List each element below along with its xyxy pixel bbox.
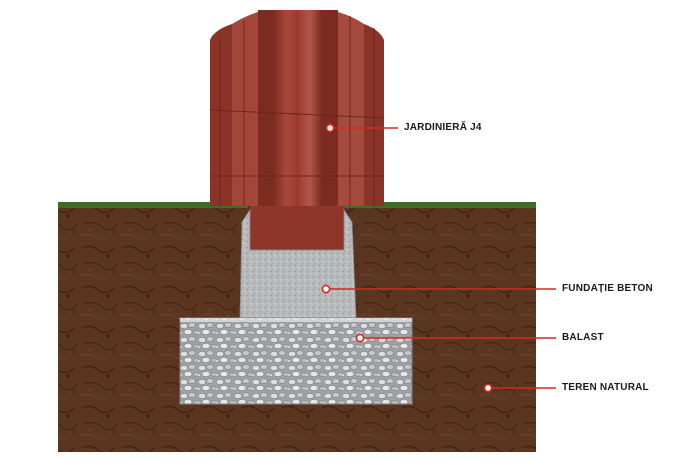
leader-ballast: [355, 333, 556, 343]
label-planter: JARDINIERĂ J4: [404, 122, 482, 133]
planter-j4: [209, 10, 385, 256]
label-soil: TEREN NATURAL: [562, 382, 649, 393]
leader-soil: [483, 383, 556, 393]
grass-edge-right: [344, 202, 536, 208]
leader-foundation: [321, 284, 556, 294]
label-ballast: BALAST: [562, 332, 604, 343]
grass-edge-left: [58, 202, 248, 208]
label-foundation: FUNDAȚIE BETON: [562, 283, 653, 294]
leader-planter: [325, 123, 398, 133]
ballast-bed: [179, 317, 413, 405]
